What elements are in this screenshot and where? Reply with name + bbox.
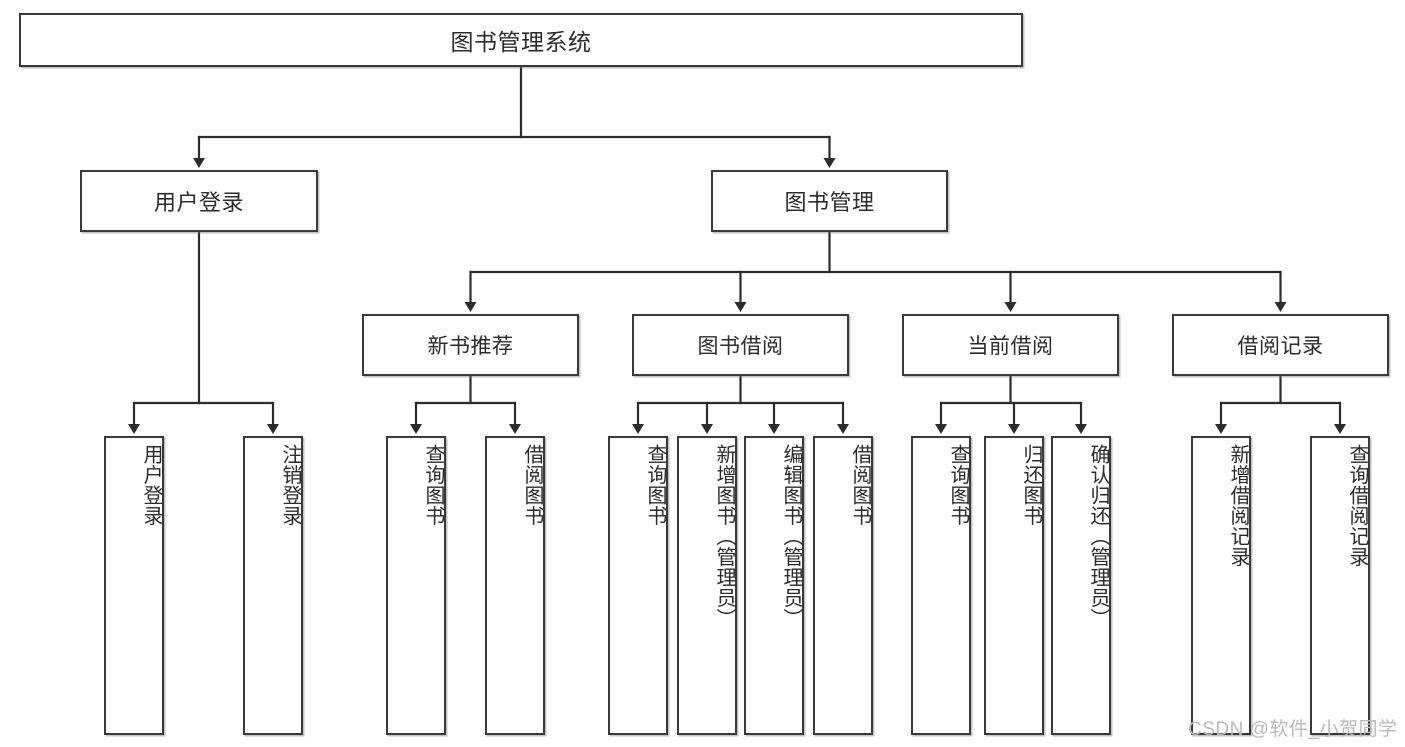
leaf-label: 借阅图书 — [521, 444, 543, 526]
leaf-label: 新增借阅记录 — [1227, 444, 1249, 567]
leaf-label: 查询借阅记录 — [1346, 444, 1368, 567]
node-leaf-7: 借阅图书 — [813, 436, 873, 735]
node-level1-1: 图书管理 — [711, 170, 948, 232]
leaf-label: 查询图书 — [644, 444, 666, 526]
node-leaf-10: 确认归还（管理员） — [1051, 436, 1111, 735]
leaf-label: 新增图书（管理员） — [713, 444, 735, 629]
node-level2-3: 借阅记录 — [1172, 314, 1389, 376]
leaf-label: 确认归还（管理员） — [1087, 444, 1109, 629]
node-leaf-1: 注销登录 — [243, 436, 303, 735]
node-level2-2: 当前借阅 — [902, 314, 1119, 376]
node-level2-1: 图书借阅 — [632, 314, 849, 376]
node-leaf-9: 归还图书 — [984, 436, 1044, 735]
leaf-label: 注销登录 — [279, 444, 301, 526]
node-level1-0: 用户登录 — [80, 170, 318, 232]
watermark: CSDN @软件_小贺同学 — [1188, 719, 1398, 740]
node-leaf-11: 新增借阅记录 — [1191, 436, 1251, 735]
node-leaf-2: 查询图书 — [386, 436, 446, 735]
leaf-label: 归还图书 — [1020, 444, 1042, 526]
leaf-label: 借阅图书 — [849, 444, 871, 526]
node-leaf-4: 查询图书 — [608, 436, 668, 735]
node-level2-0: 新书推荐 — [362, 314, 579, 376]
leaf-label: 查询图书 — [947, 444, 969, 526]
leaf-label: 查询图书 — [422, 444, 444, 526]
leaf-label: 编辑图书（管理员） — [780, 444, 802, 629]
node-leaf-0: 用户登录 — [104, 436, 164, 735]
leaf-label: 用户登录 — [140, 444, 162, 526]
node-leaf-12: 查询借阅记录 — [1310, 436, 1370, 735]
node-leaf-8: 查询图书 — [911, 436, 971, 735]
node-leaf-5: 新增图书（管理员） — [677, 436, 737, 735]
node-root: 图书管理系统 — [19, 13, 1023, 67]
node-leaf-3: 借阅图书 — [485, 436, 545, 735]
node-leaf-6: 编辑图书（管理员） — [744, 436, 804, 735]
